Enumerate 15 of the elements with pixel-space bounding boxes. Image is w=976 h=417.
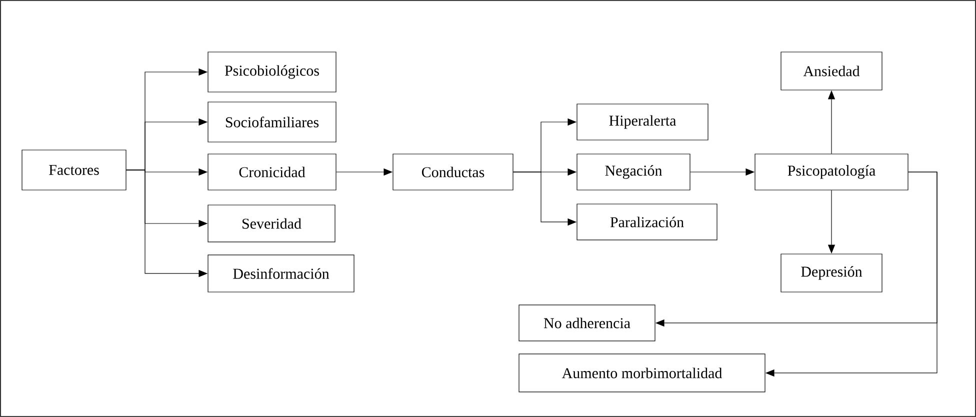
process-box: Negación [576, 154, 690, 190]
process-box: Desinformación [208, 254, 354, 292]
process-box: Sociofamiliares [208, 102, 336, 142]
process-box: Severidad [208, 204, 336, 242]
process-box: Ansiedad [780, 52, 882, 90]
process-box: No adherencia [518, 304, 656, 342]
process-box: Cronicidad [208, 154, 336, 190]
process-box: Psicobiológicos [208, 52, 336, 92]
process-box: Depresión [780, 254, 882, 292]
process-box: Psicopatología [754, 154, 908, 190]
process-box: Paralización [576, 204, 718, 240]
process-box: Aumento morbimortalidad [518, 354, 766, 392]
process-box: Factores [22, 150, 126, 190]
process-box: Conductas [392, 154, 514, 190]
process-box: Hiperalerta [576, 104, 708, 140]
